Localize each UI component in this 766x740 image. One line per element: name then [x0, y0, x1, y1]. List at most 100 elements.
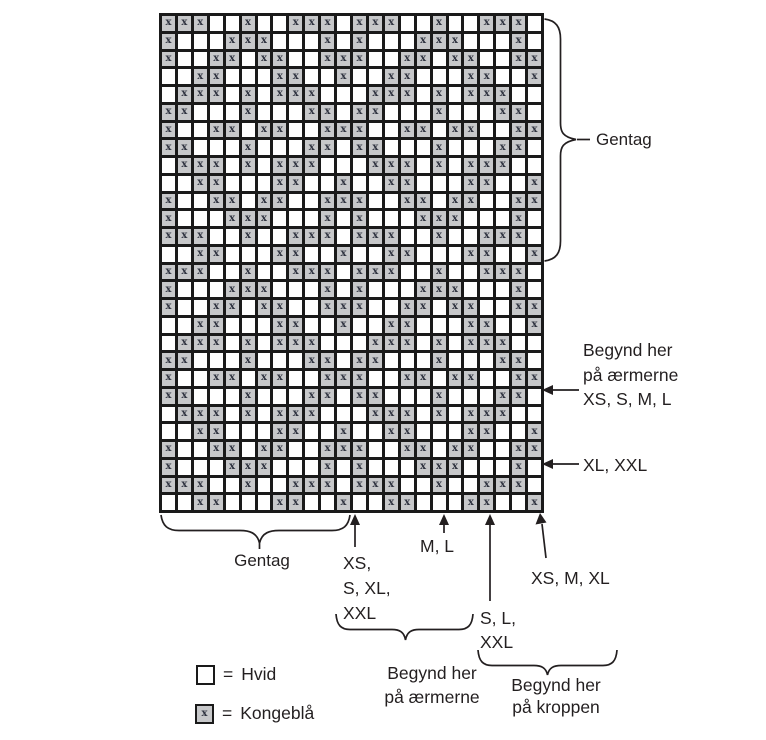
grid-cell-contrast: x: [400, 51, 414, 67]
grid-cell-contrast: x: [225, 122, 239, 138]
grid-cell-contrast: x: [337, 122, 350, 138]
grid-cell-background: [384, 459, 398, 475]
grid-cell-contrast: x: [368, 264, 382, 280]
grid-cell-background: [416, 424, 430, 439]
grid-cell-background: [528, 140, 541, 155]
grid-cell-contrast: x: [273, 51, 287, 67]
grid-cell-background: [480, 442, 494, 457]
grid-cell-contrast: x: [209, 193, 223, 209]
sleeves-right-line1: Begynd her: [583, 340, 673, 360]
grid-cell-background: [162, 158, 175, 173]
grid-cell-background: [512, 317, 526, 333]
grid-cell-background: [480, 33, 494, 49]
grid-cell-contrast: x: [448, 282, 462, 297]
grid-cell-background: [448, 424, 462, 439]
grid-cell-background: [225, 229, 239, 244]
grid-cell-contrast: x: [273, 495, 287, 510]
grid-cell-background: [480, 388, 494, 404]
grid-cell-contrast: x: [321, 442, 335, 457]
grid-cell-contrast: x: [496, 406, 510, 422]
grid-cell-background: [289, 371, 303, 386]
grid-cell-contrast: x: [496, 104, 510, 120]
grid-cell-background: [353, 175, 366, 191]
grid-cell-background: [432, 317, 446, 333]
grid-cell-background: [368, 211, 382, 226]
grid-cell-contrast: x: [384, 16, 398, 31]
marker-s-l-xxl-label: S, L, XXL: [480, 607, 516, 654]
grid-cell-background: [225, 388, 239, 404]
grid-cell-background: [464, 477, 478, 493]
grid-cell-background: [225, 424, 239, 439]
grid-cell-contrast: x: [257, 193, 271, 209]
grid-cell-background: [464, 16, 478, 31]
grid-cell-contrast: x: [400, 335, 414, 351]
grid-cell-background: [368, 371, 382, 386]
grid-cell-background: [448, 317, 462, 333]
grid-cell-background: [273, 140, 287, 155]
grid-cell-background: [416, 317, 430, 333]
grid-cell-contrast: x: [177, 353, 191, 368]
grid-cell-background: [496, 424, 510, 439]
grid-cell-contrast: x: [225, 193, 239, 209]
marker-line: S, XL,: [343, 578, 391, 598]
grid-cell-background: [177, 371, 191, 386]
grid-cell-contrast: x: [193, 87, 207, 102]
grid-cell-contrast: x: [241, 388, 255, 404]
grid-cell-background: [528, 406, 541, 422]
grid-cell-contrast: x: [305, 158, 319, 173]
grid-cell-contrast: x: [528, 122, 541, 138]
grid-cell-contrast: x: [289, 69, 303, 84]
grid-cell-background: [337, 16, 350, 31]
grid-cell-contrast: x: [289, 317, 303, 333]
legend-item-hvid: = Hvid: [196, 664, 276, 685]
grid-cell-background: [448, 69, 462, 84]
grid-cell-background: [337, 211, 350, 226]
grid-cell-contrast: x: [289, 335, 303, 351]
grid-cell-background: [464, 282, 478, 297]
grid-cell-background: [448, 140, 462, 155]
grid-cell-contrast: x: [480, 175, 494, 191]
grid-cell-background: [368, 459, 382, 475]
grid-cell-background: [177, 175, 191, 191]
grid-cell-background: [368, 424, 382, 439]
grid-cell-background: [432, 69, 446, 84]
grid-cell-contrast: x: [321, 459, 335, 475]
grid-cell-background: [464, 33, 478, 49]
grid-cell-background: [305, 69, 319, 84]
grid-cell-background: [225, 353, 239, 368]
grid-cell-background: [464, 104, 478, 120]
grid-cell-contrast: x: [241, 211, 255, 226]
grid-cell-background: [384, 371, 398, 386]
grid-cell-contrast: x: [162, 388, 175, 404]
grid-cell-contrast: x: [448, 211, 462, 226]
grid-cell-contrast: x: [193, 16, 207, 31]
grid-cell-contrast: x: [416, 459, 430, 475]
grid-cell-background: [368, 69, 382, 84]
repeat-label-right: Gentag: [596, 130, 652, 149]
grid-cell-background: [464, 353, 478, 368]
grid-cell-background: [416, 477, 430, 493]
grid-cell-background: [209, 282, 223, 297]
grid-cell-background: [464, 459, 478, 475]
grid-cell-contrast: x: [305, 87, 319, 102]
grid-cell-background: [353, 335, 366, 351]
grid-cell-background: [416, 406, 430, 422]
grid-cell-contrast: x: [353, 477, 366, 493]
sleeves-right-line3: XS, S, M, L: [583, 389, 672, 409]
grid-cell-background: [512, 406, 526, 422]
marker-line: XXL: [480, 631, 514, 652]
grid-cell-contrast: x: [464, 87, 478, 102]
grid-cell-background: [241, 246, 255, 262]
grid-cell-background: [225, 317, 239, 333]
grid-cell-background: [528, 353, 541, 368]
grid-cell-contrast: x: [528, 300, 541, 315]
grid-cell-background: [480, 104, 494, 120]
grid-cell-background: [432, 442, 446, 457]
grid-cell-background: [257, 87, 271, 102]
grid-cell-contrast: x: [528, 51, 541, 67]
grid-cell-background: [337, 388, 350, 404]
grid-cell-contrast: x: [289, 16, 303, 31]
grid-cell-background: [257, 246, 271, 262]
grid-cell-background: [257, 495, 271, 510]
grid-cell-background: [448, 406, 462, 422]
